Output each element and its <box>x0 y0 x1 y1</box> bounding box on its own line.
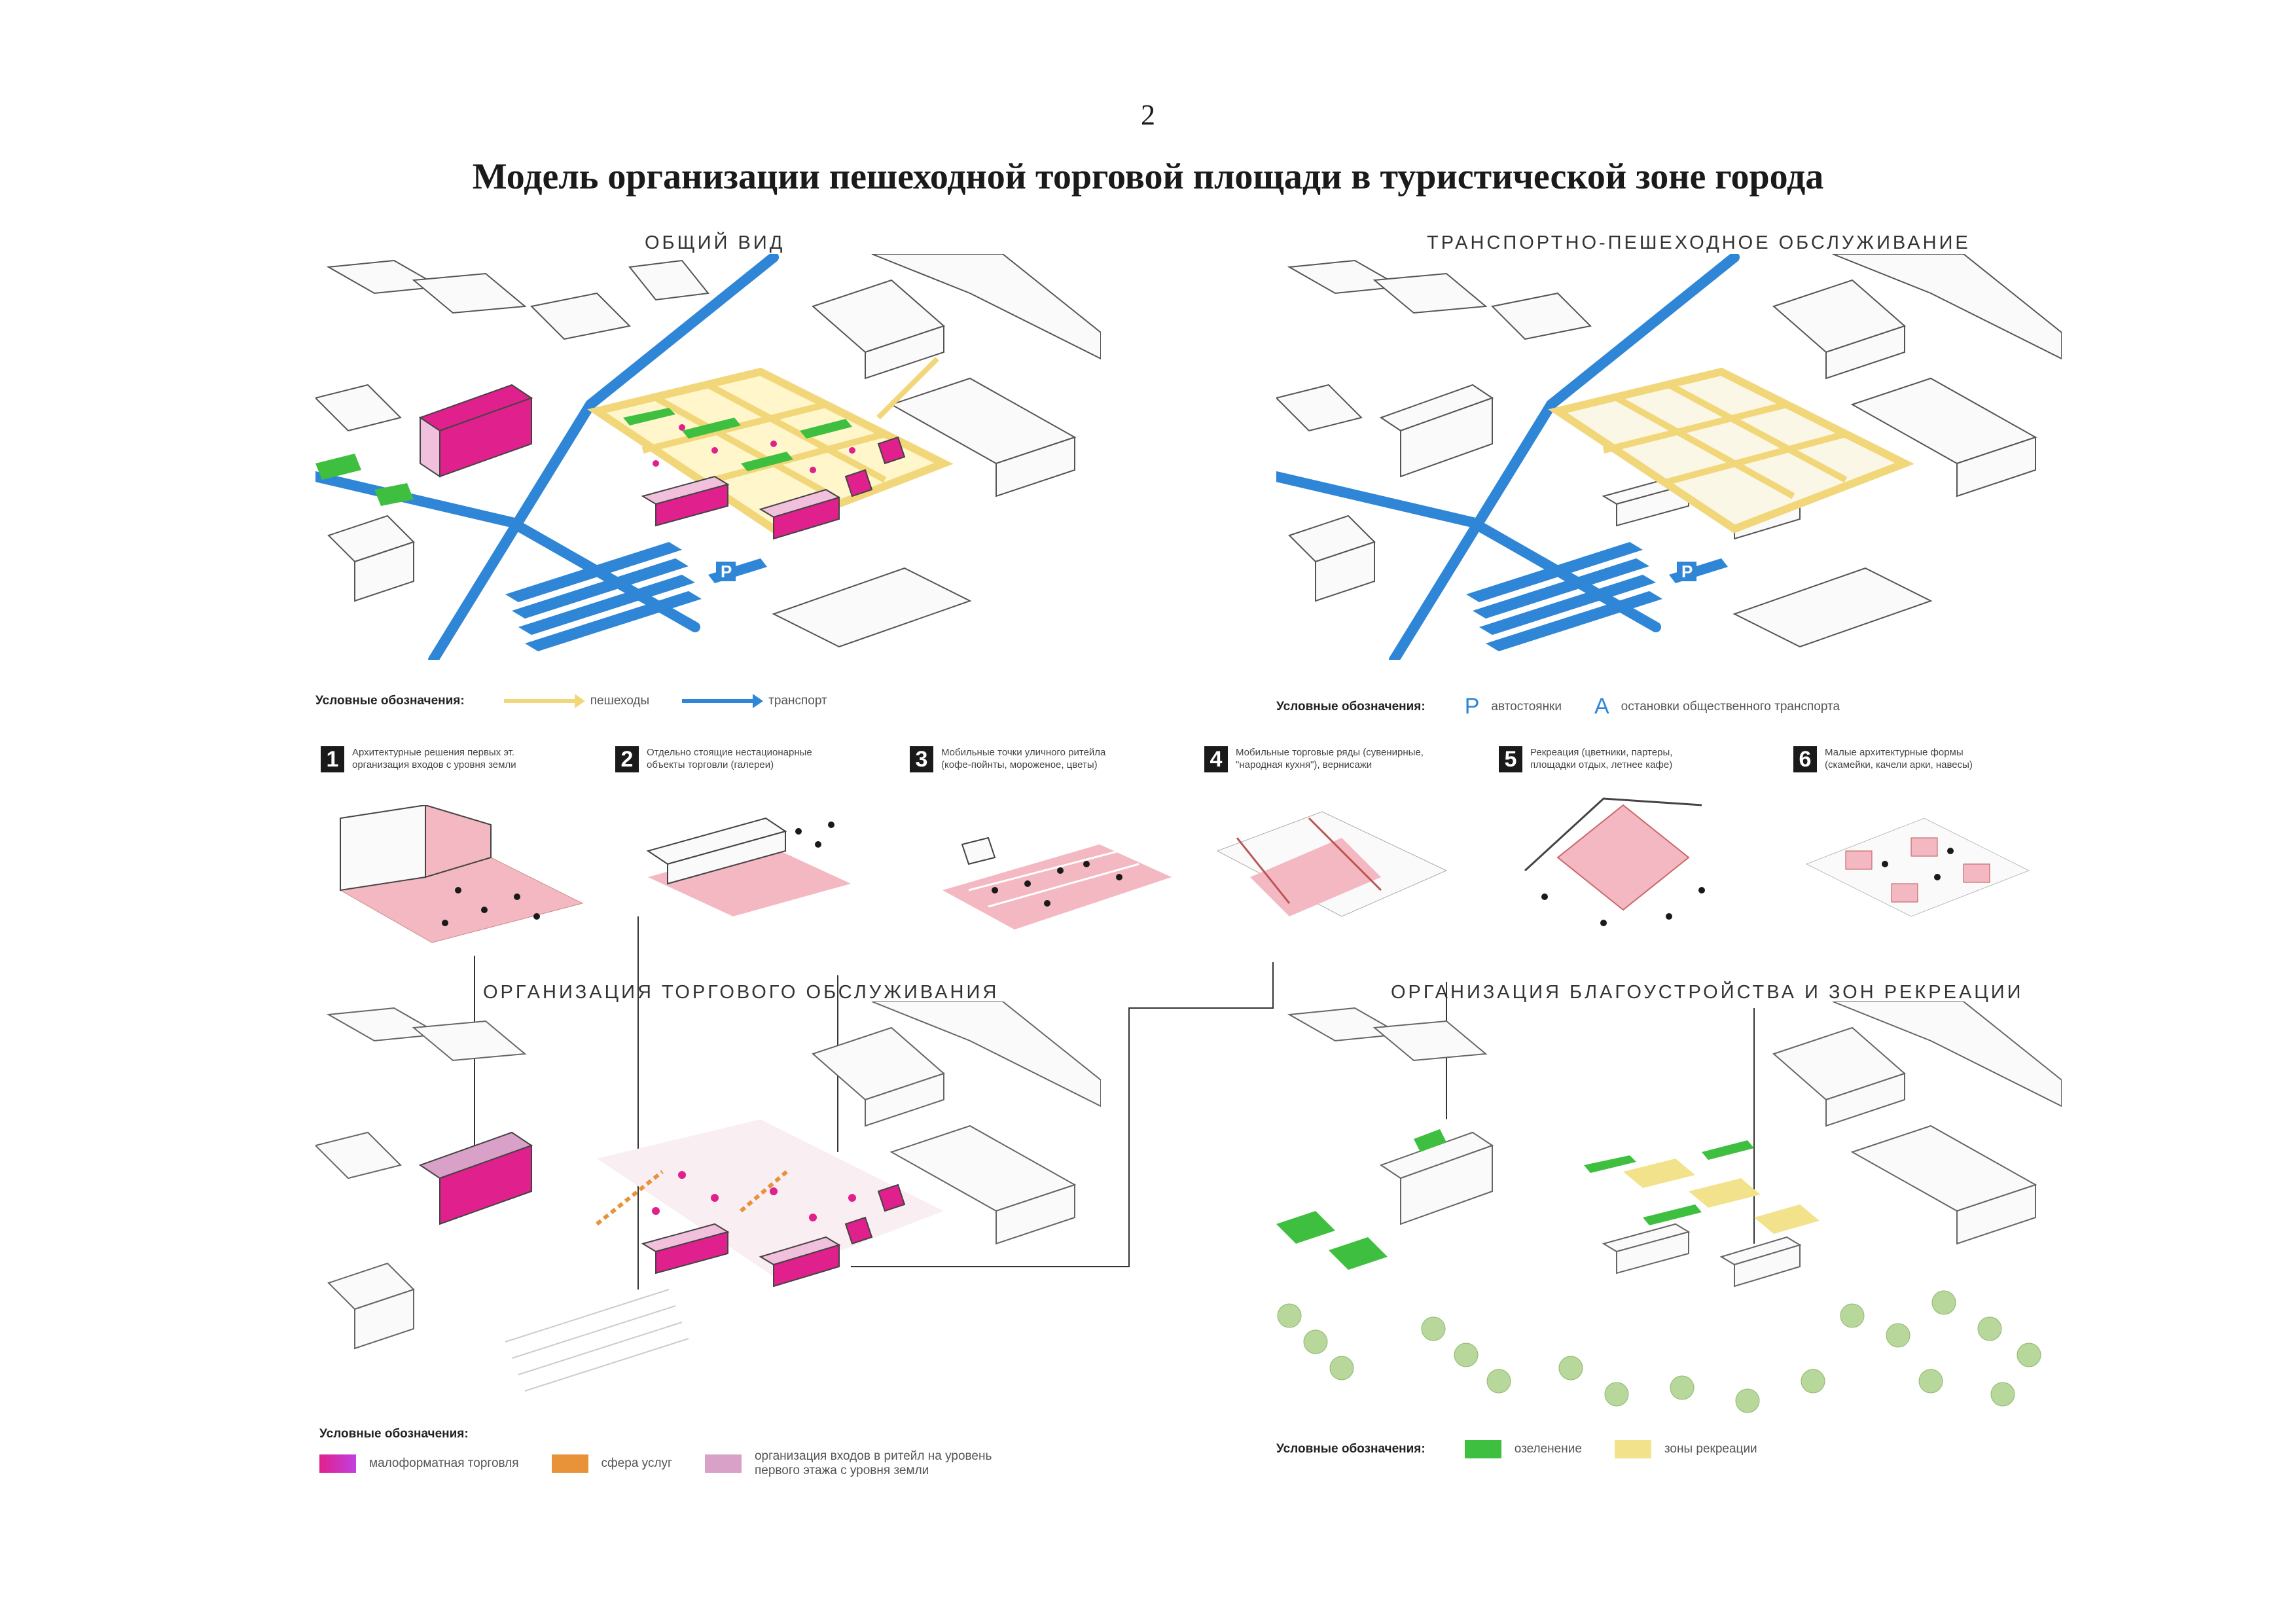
legend-label: Условные обозначения: <box>1276 1442 1426 1456</box>
legend-services-label: сфера услуг <box>601 1456 672 1471</box>
panel-trade-title: ОРГАНИЗАЦИЯ ТОРГОВОГО ОБСЛУЖИВАНИЯ <box>483 982 999 1003</box>
panel-recreation-title: ОРГАНИЗАЦИЯ БЛАГОУСТРОЙСТВА И ЗОН РЕКРЕА… <box>1391 982 2023 1003</box>
legend-small-trade: малоформатная торговля <box>319 1454 519 1473</box>
small-trade-swatch <box>319 1454 356 1473</box>
legend-label: Условные обозначения: <box>319 1427 469 1441</box>
legend-entrances-line1: организация входов в ритейл на уровень <box>755 1449 992 1463</box>
legend-trade: Условные обозначения: малоформатная торг… <box>319 1427 1024 1478</box>
trade-view-map <box>315 1001 1101 1427</box>
legend-greenery: озеленение <box>1465 1440 1582 1458</box>
legend-small-trade-label: малоформатная торговля <box>369 1456 519 1471</box>
recreation-swatch <box>1615 1440 1651 1458</box>
entrances-swatch <box>705 1454 742 1473</box>
services-swatch <box>552 1454 588 1473</box>
legend-greenery-label: озеленение <box>1515 1442 1582 1456</box>
legend-recreation-zones-label: зоны рекреации <box>1664 1442 1757 1456</box>
legend-recreation: Условные обозначения: озеленение зоны ре… <box>1276 1440 1790 1458</box>
legend-services: сфера услуг <box>552 1454 672 1473</box>
recreation-view-map <box>1276 1001 2062 1427</box>
legend-entrances-line2: первого этажа с уровня земли <box>755 1464 929 1477</box>
tree-icon <box>1278 1291 2041 1413</box>
legend-recreation-zones: зоны рекреации <box>1615 1440 1757 1458</box>
greenery-swatch <box>1465 1440 1501 1458</box>
